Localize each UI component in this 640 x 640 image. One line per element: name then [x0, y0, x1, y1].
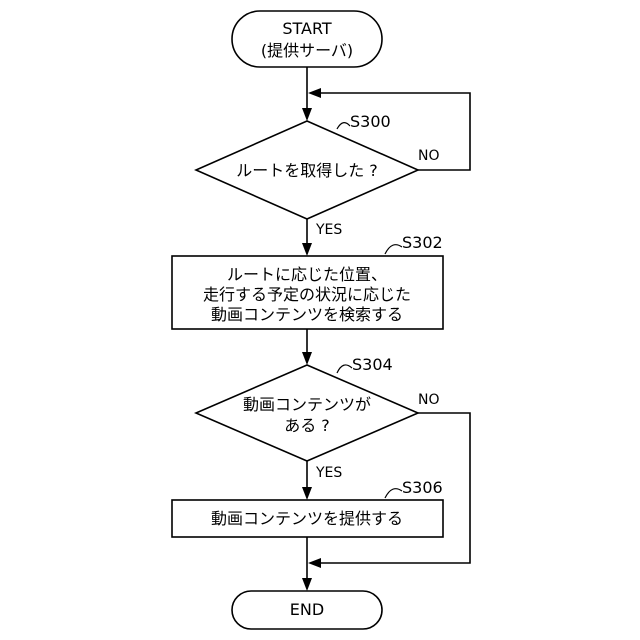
arrow-s304-no-merge — [308, 558, 321, 568]
arrow-loop-s300 — [308, 88, 321, 98]
arrow-into-s300 — [302, 108, 312, 121]
arrow-into-s306 — [302, 487, 312, 500]
end-label: END — [290, 600, 324, 619]
s306-leader — [385, 489, 402, 498]
s300-question: ルートを取得した ? — [236, 161, 378, 180]
s306-text: 動画コンテンツを提供する — [211, 509, 403, 528]
s304-step-label: S304 — [352, 355, 393, 374]
s302-text-line1: ルートに応じた位置、 — [227, 265, 387, 284]
s300-yes-label: YES — [315, 222, 342, 238]
arrow-into-end — [302, 578, 312, 591]
arrow-into-s302 — [302, 243, 312, 256]
s300-no-label: NO — [418, 148, 440, 164]
s304-leader — [337, 365, 352, 373]
s300-leader — [337, 123, 350, 129]
s302-text-line3: 動画コンテンツを検索する — [211, 305, 403, 324]
s304-no-label: NO — [418, 392, 440, 408]
arrow-into-s304 — [302, 352, 312, 365]
s306-step-label: S306 — [402, 478, 443, 497]
start-label: START — [282, 19, 332, 38]
s302-leader — [385, 245, 402, 254]
s302-text-line2: 走行する予定の状況に応じた — [203, 285, 411, 304]
start-sublabel: (提供サーバ) — [261, 41, 353, 60]
s302-step-label: S302 — [402, 233, 443, 252]
s304-question-line1: 動画コンテンツが — [243, 395, 371, 414]
s304-yes-label: YES — [315, 465, 342, 481]
s300-step-label: S300 — [350, 112, 391, 131]
s304-question-line2: ある ? — [284, 416, 330, 435]
